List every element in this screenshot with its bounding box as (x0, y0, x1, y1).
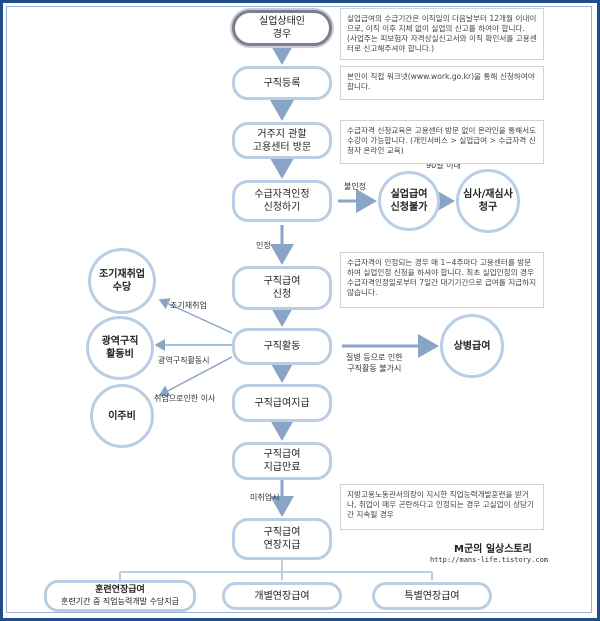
node-activity: 구직활동 (232, 328, 332, 365)
note-online-education: 수급자격 신청교육은 고용센터 방문 없이 온라인을 통해서도 수강이 가능합니… (340, 120, 544, 164)
side-arrows (154, 298, 233, 397)
arrow-moving (158, 356, 233, 397)
node-pay-label: 구직급여지급 (254, 397, 310, 409)
label-sick: 질병 등으로 인한 구직활동 불가시 (346, 353, 403, 373)
node-visit-label: 거주지 관할 고용센터 방문 (252, 128, 312, 153)
label-early-job: 조기재취업 (170, 301, 207, 310)
node-end-pay-label: 구직급여 지급만료 (263, 449, 301, 473)
node-extend-label: 구직급여 연장지급 (263, 527, 301, 551)
label-wide-area: 광역구직활동시 (158, 356, 210, 365)
circle-early-job: 조기재취업 수당 (88, 248, 156, 314)
node-apply-label: 수급자격인정 신청하기 (254, 189, 310, 213)
node-benefit-app-label: 구직급여 신청 (263, 276, 301, 300)
note-recognition: 수급자격이 인정되는 경우 매 1~4주마다 고용센터를 방문하여 실업인정 신… (340, 252, 544, 308)
node-benefit-app: 구직급여 신청 (232, 266, 332, 310)
circle-moving: 이주비 (90, 384, 154, 448)
circle-wide-area: 광역구직 활동비 (86, 316, 154, 380)
node-individual-extension: 개별연장급여 (222, 582, 342, 610)
label-within-90: 90일 이내 (426, 161, 461, 170)
circle-sick-label: 상병급여 (453, 340, 491, 352)
circle-wide-area-label: 광역구직 활동비 (101, 336, 139, 360)
circle-moving-label: 이주비 (108, 410, 136, 422)
node-register-label: 구직등록 (263, 77, 301, 89)
inner-frame (6, 6, 592, 613)
node-start-label: 실업상태인 경우 (259, 16, 305, 40)
brand-name: M군의 일상스토리 (454, 544, 532, 555)
label-moving: 취업으로인한 이사 (154, 394, 216, 403)
circle-sick: 상병급여 (440, 314, 504, 378)
label-recognized: 인정 (256, 241, 271, 250)
note-unemployment-period: 실업급여의 수급기간은 이직일의 다음날부터 12개월 이내이므로, 이직 이후… (340, 8, 544, 60)
node-end-pay: 구직급여 지급만료 (232, 442, 332, 480)
label-not-recognized: 불인정 (344, 182, 367, 191)
node-training-extension: 훈련연장급여 훈련기간 중 직업능력개발 수당지급 (44, 580, 196, 612)
node-extend: 구직급여 연장지급 (232, 518, 332, 560)
training-sub: 훈련기간 중 직업능력개발 수당지급 (60, 597, 180, 606)
bottom-connectors (119, 560, 433, 580)
node-activity-label: 구직활동 (263, 341, 301, 352)
main-arrows (270, 44, 455, 517)
node-visit: 거주지 관할 고용센터 방문 (232, 122, 332, 159)
node-register: 구직등록 (232, 66, 332, 100)
label-no-job: 미취업시 (250, 493, 280, 502)
circle-appeal-label: 심사/재심사 청구 (463, 189, 513, 213)
node-pay: 구직급여지급 (232, 384, 332, 422)
circle-appeal: 심사/재심사 청구 (456, 169, 520, 233)
node-start: 실업상태인 경우 (232, 10, 332, 46)
circle-early-job-label: 조기재취업 수당 (99, 269, 145, 293)
brand-url: http://mans-life.tistory.com (430, 556, 549, 564)
arrow-early-job (158, 298, 233, 334)
note-extension: 지방고용노동관서의장이 지시한 직업능력개발훈련을 받거나, 취업이 매우 곤란… (340, 484, 544, 530)
note-worknet: 본인이 직접 워크넷(www.work.go.kr)을 통해 신청하여야 합니다… (340, 66, 544, 100)
circle-not-eligible-label: 실업급여 신청불가 (390, 189, 428, 213)
node-apply: 수급자격인정 신청하기 (232, 180, 332, 222)
training-title: 훈련연장급여 (95, 585, 145, 595)
circle-not-eligible: 실업급여 신청불가 (378, 171, 440, 231)
node-special-extension: 특별연장급여 (372, 582, 492, 610)
individual-extension-label: 개별연장급여 (254, 590, 310, 602)
special-extension-label: 특별연장급여 (404, 590, 460, 602)
